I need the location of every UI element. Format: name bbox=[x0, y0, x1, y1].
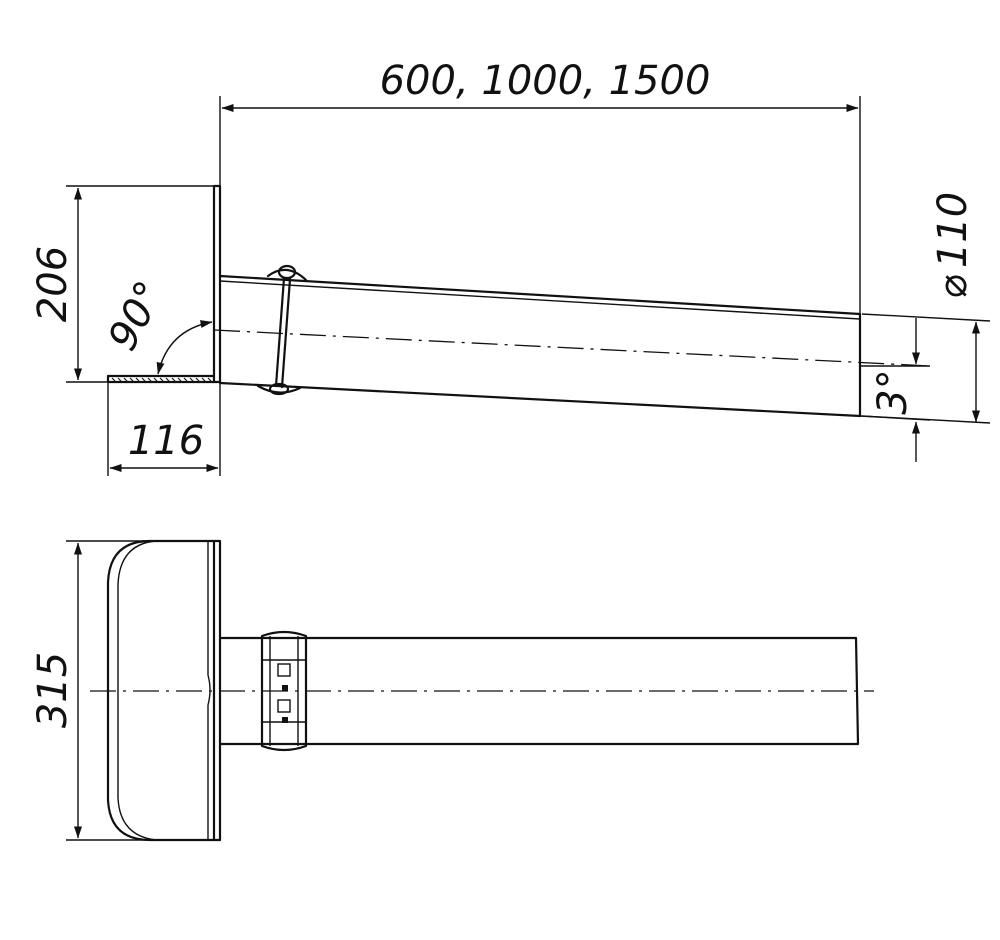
base-plate bbox=[106, 374, 222, 384]
hood-inner-outline bbox=[117, 540, 204, 841]
angle-90-label: 90° bbox=[100, 274, 174, 358]
top-coupling bbox=[260, 630, 308, 752]
top-view: 315 bbox=[30, 539, 874, 842]
height-label: 206 bbox=[30, 246, 76, 322]
wall-flange bbox=[212, 184, 222, 384]
pipe-top-edge bbox=[218, 274, 862, 316]
dimension-slope: 3° bbox=[859, 318, 931, 462]
side-view: 600, 1000, 1500 206 116 90° 110 ⌀ bbox=[30, 58, 991, 476]
coupling-clamp bbox=[256, 264, 308, 396]
dimension-height: 206 bbox=[30, 185, 214, 383]
base-plate-texture bbox=[111, 377, 212, 382]
dimension-length: 600, 1000, 1500 bbox=[219, 58, 861, 314]
dimension-width: 315 bbox=[30, 540, 150, 841]
dimension-base-depth: 116 bbox=[107, 382, 221, 476]
width-label: 315 bbox=[30, 652, 76, 728]
length-label: 600, 1000, 1500 bbox=[380, 58, 711, 104]
dimension-angle-90: 90° bbox=[100, 274, 213, 375]
pipe-bottom-edge bbox=[218, 381, 862, 418]
base-depth-label: 116 bbox=[128, 418, 204, 464]
pipe-top-edge-inner bbox=[219, 280, 861, 320]
flange-neck bbox=[207, 541, 211, 840]
diameter-symbol: ⌀ bbox=[930, 275, 976, 299]
slope-label: 3° bbox=[870, 369, 916, 414]
diameter-value-label: 110 bbox=[930, 192, 976, 268]
pipe-centerline bbox=[213, 329, 931, 367]
dimension-diameter: 110 ⌀ bbox=[861, 192, 991, 424]
